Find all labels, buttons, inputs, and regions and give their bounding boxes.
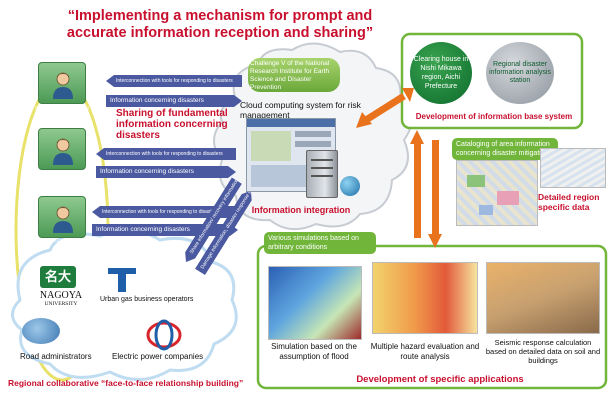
corp-c-label: Private Corporation C <box>35 238 89 244</box>
orange-down-shaft <box>432 140 439 238</box>
base-system-label: Development of information base system <box>415 112 573 121</box>
orange-down-head <box>428 234 442 248</box>
hq-a-label: Disaster Management Headquarters in City… <box>34 106 90 119</box>
info-arrow-b: Information concerning disasters <box>96 166 236 178</box>
regional-station-label: Regional disaster information analysis s… <box>489 61 551 84</box>
orange-arrowhead-right <box>402 88 414 102</box>
regional-collaboration-label: Regional collaborative “face-to-face rel… <box>8 378 244 388</box>
university-text: UNIVERSITY <box>44 301 78 307</box>
hazard-caption: Multiple hazard evaluation and route ana… <box>370 342 480 361</box>
region-map-image <box>456 160 538 226</box>
info-arrow-c: Information concerning disasters <box>92 224 238 236</box>
nied-badge <box>248 58 340 92</box>
interconnection-arrow-c: Interconnection with tools for respondin… <box>92 206 238 218</box>
corp-c-icon-box <box>38 196 86 238</box>
nagoya-logo: 名大 <box>40 266 76 288</box>
info-arrow-a: Information concerning disasters <box>106 95 242 107</box>
hq-a-icon-box <box>38 62 86 104</box>
interconnection-arrow-a: Interconnection with tools for respondin… <box>106 75 242 87</box>
electric-company-logo-icon <box>146 319 182 351</box>
detailed-region-line-2: specific data <box>538 202 590 212</box>
simulations-tag: Various simulations based on arbitrary c… <box>264 232 376 254</box>
orange-diagonal-arrow-shaft <box>364 93 406 123</box>
hazard-evaluation-image <box>372 262 478 334</box>
orange-up-head <box>410 130 424 144</box>
regional-station-circle: Regional disaster information analysis s… <box>486 42 554 104</box>
nied-label: Challenge V of the National Research Ins… <box>250 60 330 91</box>
flood-simulation-image <box>268 266 362 340</box>
flood-caption: Simulation based on the assumption of fl… <box>271 342 357 361</box>
hq-b-label: Disaster Management Headquarters in City… <box>34 172 90 185</box>
information-integration-label: Information integration <box>251 205 351 215</box>
clearing-house-circle: Clearing house in Nishi Mikawa region, A… <box>410 42 472 104</box>
road-administrators-label: Road administrators <box>20 352 92 361</box>
detailed-region-label: Detailed region specific data <box>538 192 610 212</box>
orange-up-shaft <box>414 140 421 238</box>
nagoya-text: NAGOYA <box>39 290 83 301</box>
headline-line-2: accurate information reception and shari… <box>66 25 374 41</box>
gas-operators-label: Urban gas business operators <box>100 296 194 303</box>
seismic-response-image <box>486 262 600 334</box>
orange-arrowhead-left <box>356 112 372 128</box>
server-icon <box>306 150 338 198</box>
applications-label: Development of specific applications <box>356 374 524 385</box>
hq-b-icon-box <box>38 128 86 170</box>
electric-power-label: Electric power companies <box>112 352 204 361</box>
cloud-system-title: Cloud computing system for risk manageme… <box>240 100 361 120</box>
headline-line-1: “Implementing a mechanism for prompt and <box>67 8 373 24</box>
detailed-map-image <box>540 148 606 188</box>
gas-company-logo-icon <box>108 268 136 292</box>
catalog-tag: Cataloging of area information concernin… <box>452 138 558 160</box>
person-computer-icon <box>53 72 73 99</box>
person-computer-icon <box>53 206 73 233</box>
clearing-house-label: Clearing house in Nishi Mikawa region, A… <box>413 56 469 90</box>
road-admin-icon <box>22 318 60 344</box>
interconnection-arrow-b: Interconnection with tools for respondin… <box>96 148 236 160</box>
globe-icon <box>340 176 360 196</box>
headline: “Implementing a mechanism for prompt and… <box>40 8 400 42</box>
detailed-region-line-1: Detailed region <box>538 192 600 202</box>
person-computer-icon <box>53 138 73 165</box>
seismic-caption: Seismic response calculation based on de… <box>485 338 601 365</box>
sharing-label: Sharing of fundamental information conce… <box>116 108 228 141</box>
